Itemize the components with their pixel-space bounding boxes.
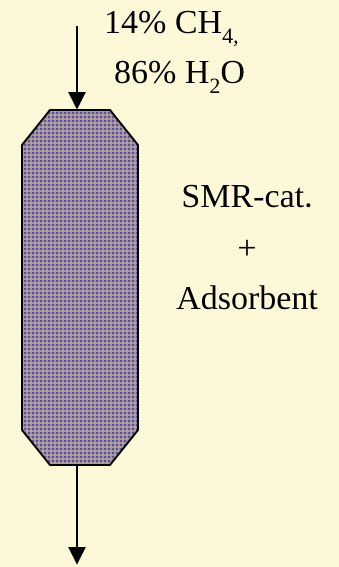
methane-fraction-text: 14% CH (104, 4, 223, 41)
feed-water-label: 86% H2O (114, 54, 304, 97)
catalyst-label: SMR-cat. (181, 178, 313, 215)
water-subscript: 2 (209, 73, 221, 98)
reactor-vessel (21, 109, 139, 466)
feed-methane-label: 14% CH4, (104, 4, 294, 47)
water-suffix: O (220, 54, 245, 91)
methane-subscript: 4, (222, 23, 239, 48)
adsorbent-label: Adsorbent (176, 280, 318, 317)
water-fraction-text: 86% H (114, 54, 210, 91)
plus-label: + (237, 230, 257, 267)
